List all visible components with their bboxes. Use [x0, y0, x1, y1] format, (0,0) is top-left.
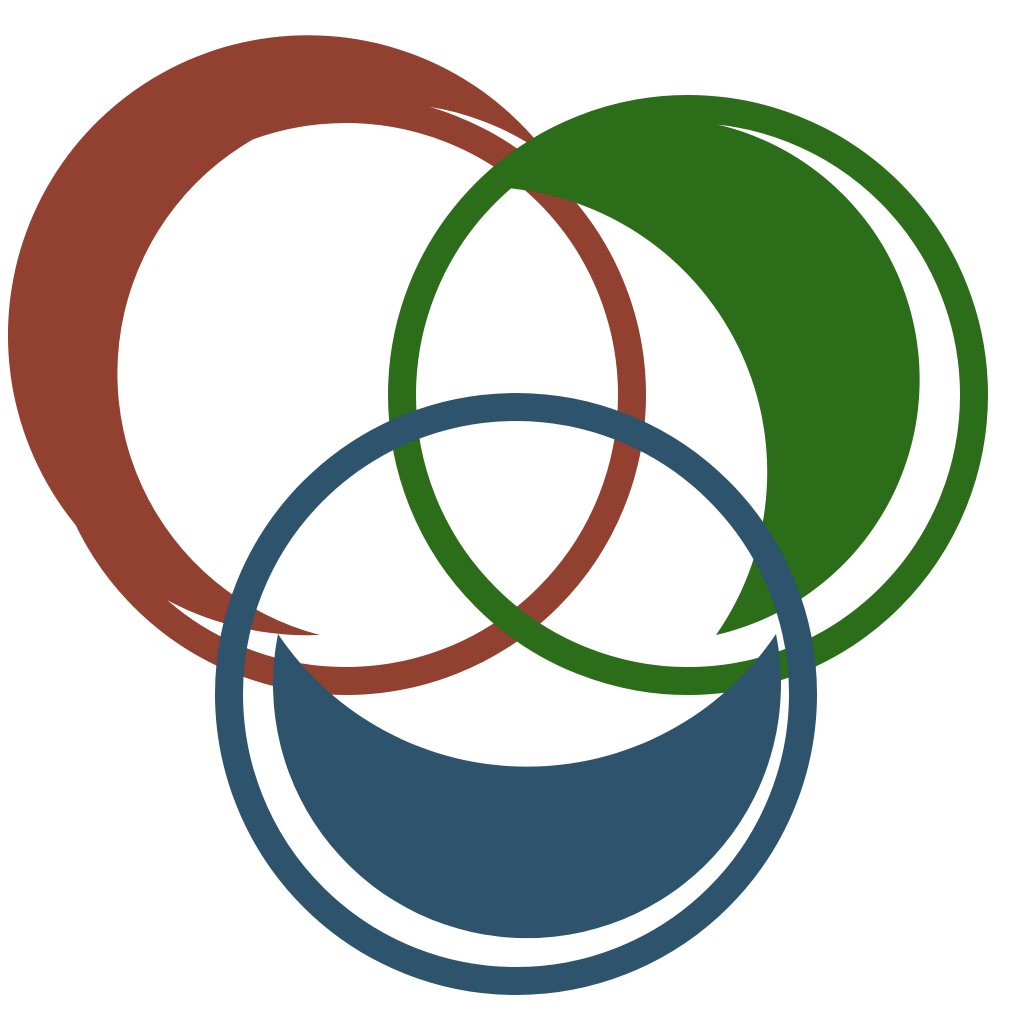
blue-ring-crescent	[273, 634, 781, 939]
blue-ring-band	[215, 393, 817, 995]
red-ring	[7, 35, 646, 695]
green-ring-crescent	[480, 117, 920, 636]
green-ring	[388, 95, 988, 695]
green-ring-band	[388, 95, 988, 695]
blue-ring	[215, 393, 817, 995]
red-ring-band	[46, 95, 646, 695]
